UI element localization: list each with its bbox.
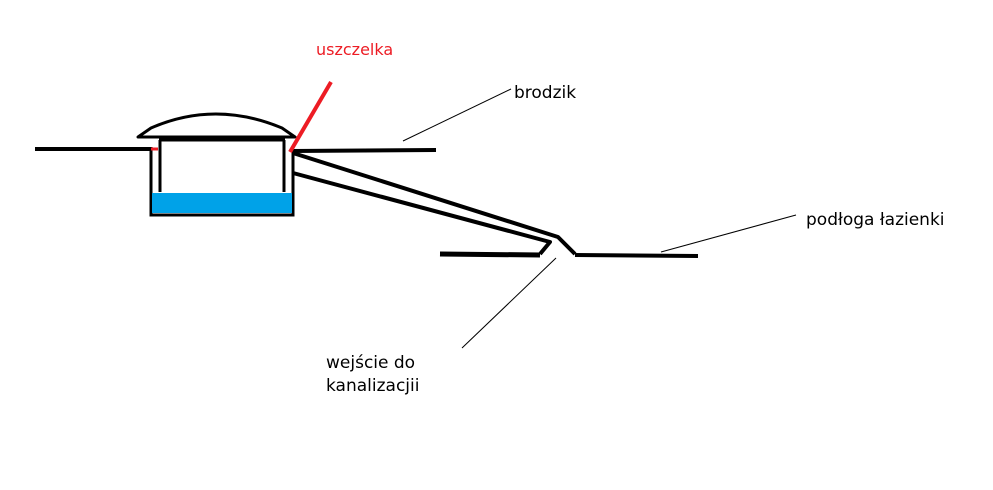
gasket-label: uszczelka bbox=[316, 40, 394, 59]
floor-label: podłoga łazienki bbox=[806, 210, 945, 230]
sewer-inlet-label: wejście do kanalizacjii bbox=[326, 352, 419, 398]
sewer-leader bbox=[461, 257, 557, 349]
floor-leader bbox=[660, 214, 797, 253]
outlet-pipe-top bbox=[292, 151, 577, 256]
trap-inner-cup bbox=[158, 138, 286, 192]
trap-outer-body bbox=[149, 147, 295, 217]
floor-segment-right bbox=[574, 253, 699, 258]
tray-leader bbox=[402, 88, 512, 142]
outlet-pipe-bottom bbox=[292, 171, 552, 256]
tray-surface-right bbox=[291, 148, 437, 153]
tray-label: brodzik bbox=[514, 83, 577, 103]
floor-segment-left bbox=[439, 251, 541, 258]
trap-water bbox=[152, 193, 292, 213]
sewer-inlet-label-line1: wejście do bbox=[326, 353, 416, 373]
drain-cover bbox=[136, 112, 297, 139]
gasket-pointer bbox=[288, 80, 333, 154]
sewer-inlet-label-line2: kanalizacjii bbox=[326, 376, 420, 396]
